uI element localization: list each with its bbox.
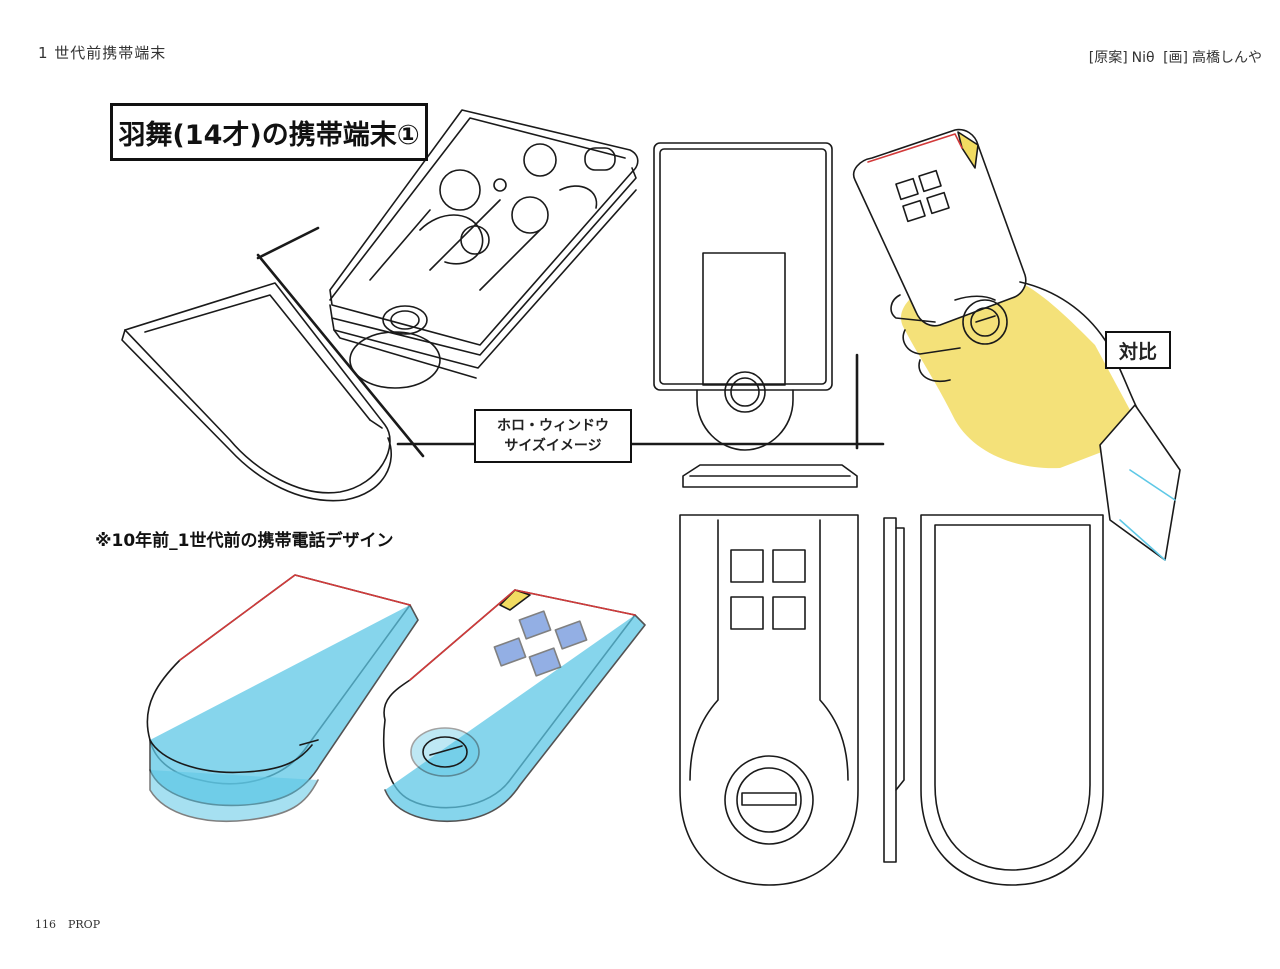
device-back-view (920, 514, 1104, 886)
art-label: [画] (1163, 50, 1188, 66)
comparison-label: 対比 (1105, 331, 1171, 369)
art-name: 高橋しんや (1192, 50, 1262, 66)
device-front-view (679, 514, 859, 886)
page-footer: 116 PROP (35, 918, 100, 931)
device-exploded (329, 109, 639, 389)
sheet-title: 羽舞(14才)の携帯端末① (110, 103, 428, 161)
concept-label: [原案] (1088, 50, 1128, 66)
holo-window-label: ホロ・ウィンドウ サイズイメージ (474, 409, 632, 463)
footer-section: PROP (68, 918, 101, 931)
concept-name: Niθ (1131, 50, 1155, 66)
holo-window-card (653, 142, 858, 488)
device-closed-perspective (121, 282, 392, 502)
hand-with-device (853, 128, 1181, 561)
holo-window-lines (256, 226, 885, 458)
holo-window-label-line2: サイズイメージ (504, 438, 602, 454)
device-colored-closed (146, 574, 419, 823)
section-title: 1 世代前携帯端末 (38, 44, 167, 62)
design-note: ※10年前_1世代前の携帯電話デザイン (95, 531, 394, 551)
device-colored-keypad (382, 589, 646, 822)
device-side-view (883, 517, 905, 863)
holo-window-label-line1: ホロ・ウィンドウ (497, 418, 609, 434)
page-number: 116 (35, 918, 56, 931)
credits: [原案]Niθ [画]高橋しんや (1085, 47, 1262, 67)
